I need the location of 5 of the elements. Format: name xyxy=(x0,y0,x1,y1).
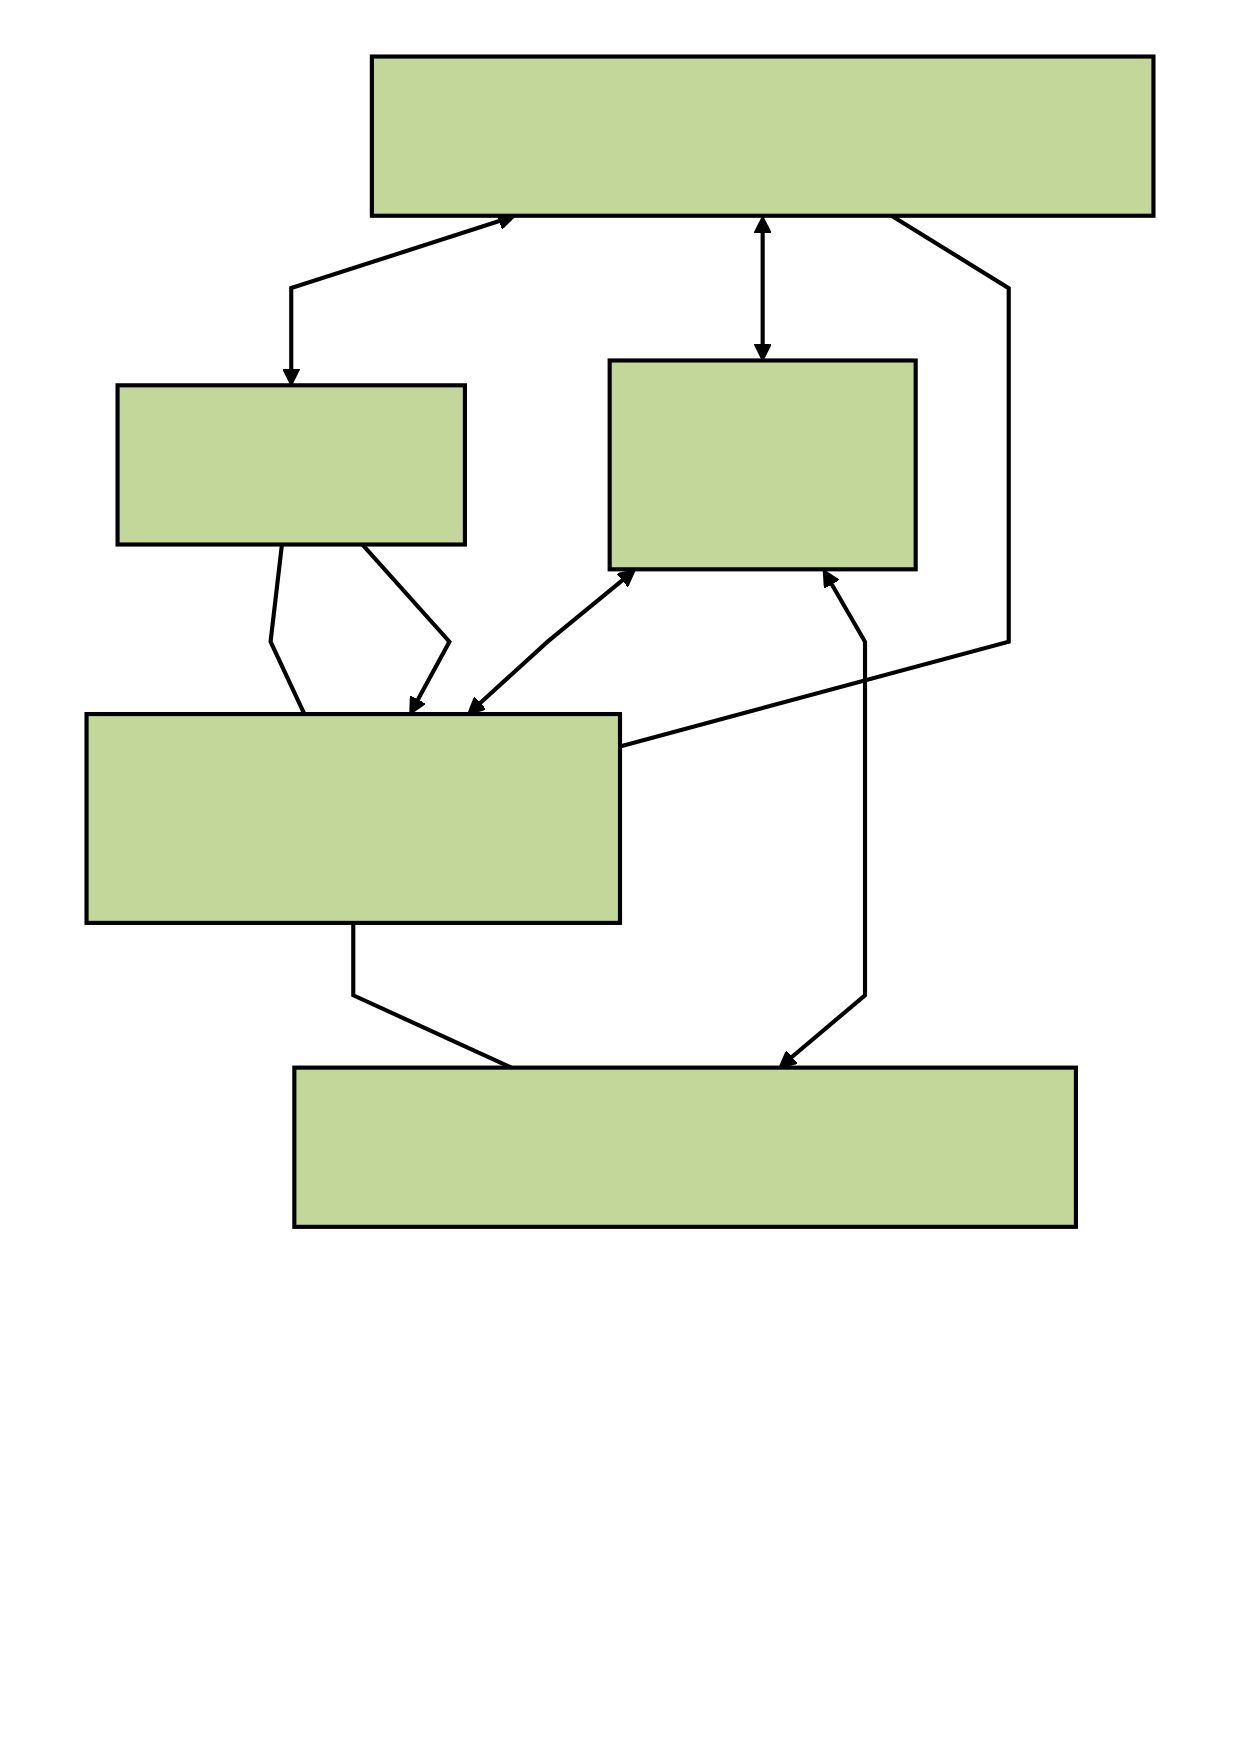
process-box xyxy=(291,1065,1078,1229)
process-box xyxy=(369,54,1155,218)
process-box xyxy=(84,712,622,925)
process-box xyxy=(607,358,918,572)
process-box xyxy=(115,383,467,547)
